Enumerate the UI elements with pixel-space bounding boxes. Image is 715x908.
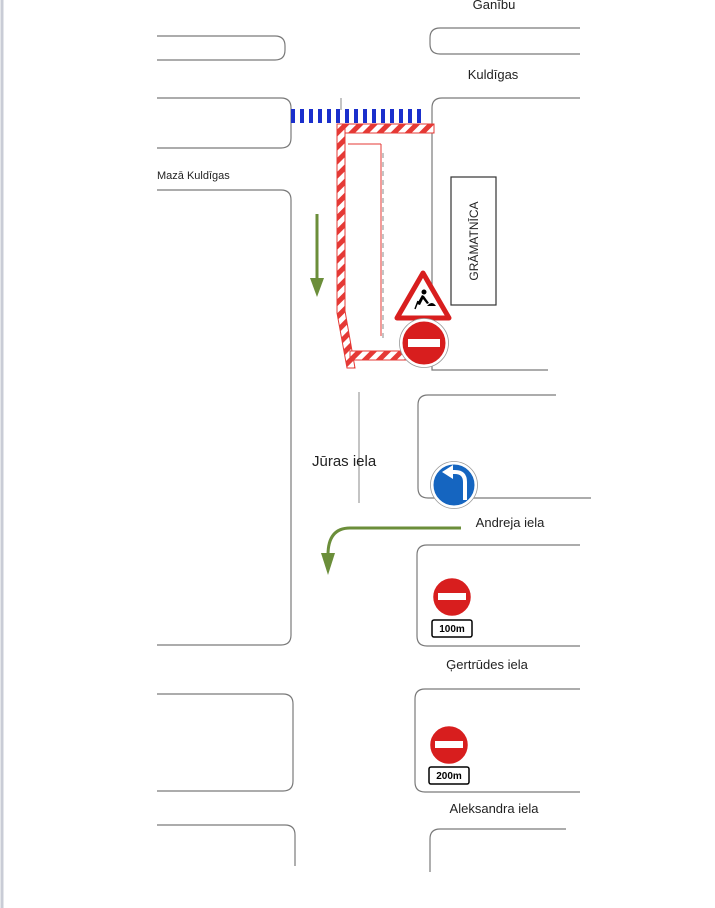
distance-plate (428, 766, 470, 785)
street-label-aleksandra: Aleksandra iela (450, 801, 540, 816)
bookstore-building (450, 176, 497, 306)
block-right-4 (416, 544, 580, 647)
block-top-right (429, 27, 580, 55)
street-label-kuldigas: Kuldīgas (468, 67, 519, 82)
barrier-top (344, 123, 435, 134)
street-label-gertrudes: Ģertrūdes iela (446, 657, 528, 672)
street-label-andreja: Andreja iela (476, 515, 545, 530)
block-bottom-right (429, 828, 566, 872)
distance-plate-text: 100m (439, 624, 465, 635)
no-entry-sign-icon (399, 318, 449, 368)
block-left-big (157, 189, 292, 646)
block-bottom-left (157, 824, 296, 866)
mandatory-turn-left-sign-icon (430, 461, 478, 509)
block-right-5 (414, 688, 580, 793)
no-entry-sign-200m: 200m (427, 723, 471, 785)
barrier-left (336, 123, 356, 369)
bookstore-label: GRĀMATNĪCA (467, 201, 481, 280)
street-label-maza-kuldigas: Mazā Kuldīgas (157, 170, 230, 182)
street-label-ganibu: Ganību (473, 0, 516, 12)
block-left-2 (157, 97, 292, 149)
barrier-bottom (349, 350, 409, 361)
construction-barriers (336, 123, 435, 369)
block-right-3 (417, 394, 591, 499)
detour-arrow (321, 526, 461, 575)
distance-plate (431, 619, 473, 638)
no-entry-sign-100m: 100m (430, 575, 474, 638)
roadwork-warning-sign-icon (394, 270, 452, 321)
block-top-left (157, 35, 286, 61)
road-outlines (157, 27, 591, 872)
distance-plate-text: 200m (436, 771, 462, 782)
street-label-juras: Jūras iela (312, 453, 377, 470)
traffic-direction-arrow (310, 214, 324, 297)
block-left-4 (157, 693, 294, 792)
block-right-2 (431, 97, 580, 371)
